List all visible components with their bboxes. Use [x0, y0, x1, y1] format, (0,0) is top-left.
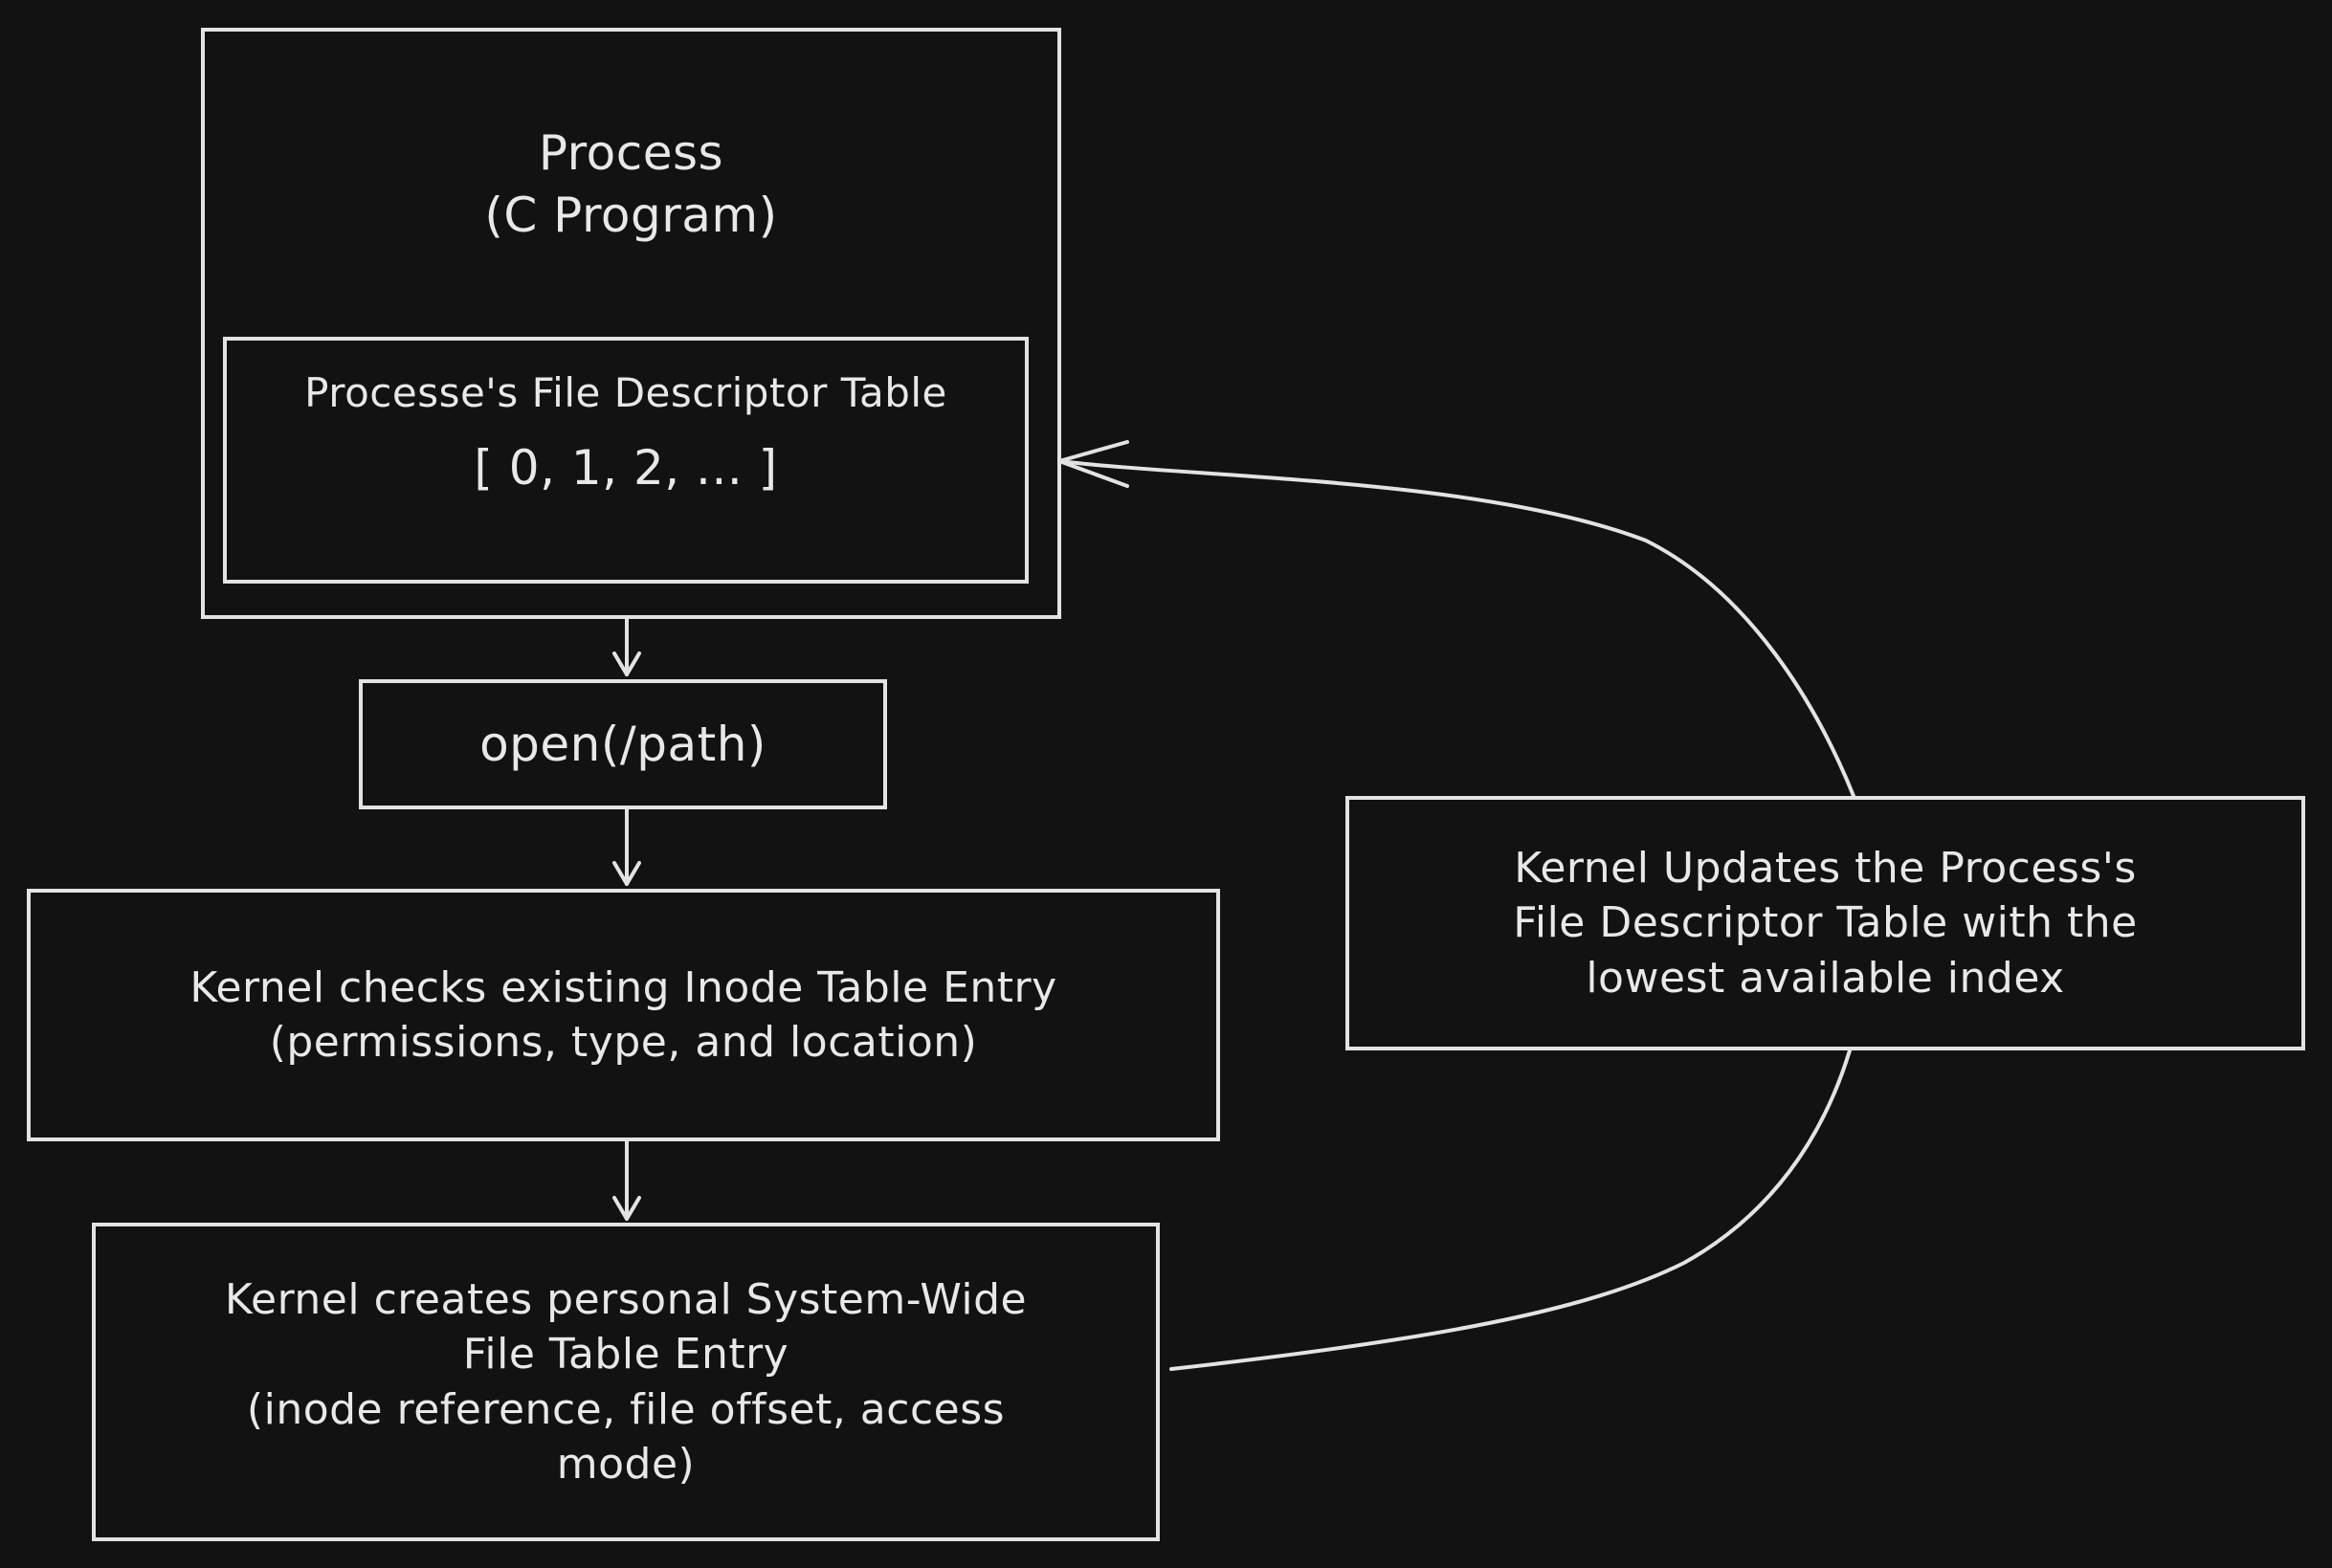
- arrowhead-process-to-open: [612, 651, 641, 676]
- file-table-line4: mode): [556, 1439, 696, 1489]
- fd-table-values: [ 0, 1, 2, ... ]: [474, 439, 778, 496]
- inode-check-line2: (permissions, type, and location): [269, 1018, 978, 1067]
- inode-check-box: Kernel checks existing Inode Table Entry…: [27, 889, 1220, 1141]
- kernel-update-line3: lowest available index: [1586, 953, 2065, 1003]
- curve-filetable-to-update: [1169, 1049, 1852, 1371]
- kernel-update-line1: Kernel Updates the Process's: [1514, 844, 2137, 894]
- fd-table-title: Processe's File Descriptor Table: [304, 369, 947, 416]
- file-table-line2: File Table Entry: [462, 1330, 789, 1380]
- process-title: Process: [538, 125, 724, 181]
- file-table-line3: (inode reference, file offset, access: [246, 1384, 1006, 1434]
- arrowhead-inode-to-filetable: [612, 1196, 641, 1221]
- process-subtitle: (C Program): [484, 188, 778, 243]
- file-table-box: Kernel creates personal System-Wide File…: [92, 1223, 1160, 1541]
- inode-check-line1: Kernel checks existing Inode Table Entry: [189, 962, 1057, 1012]
- curve-update-to-fdtable: [1057, 459, 1855, 798]
- kernel-update-line2: File Descriptor Table with the: [1513, 898, 2138, 948]
- process-box: Process (C Program): [201, 28, 1061, 619]
- open-call-box: open(/path): [359, 679, 887, 809]
- fd-table-box: Processe's File Descriptor Table [ 0, 1,…: [223, 337, 1029, 584]
- kernel-update-box: Kernel Updates the Process's File Descri…: [1345, 796, 2305, 1050]
- file-table-line1: Kernel creates personal System-Wide: [224, 1275, 1028, 1325]
- open-call-label: open(/path): [479, 716, 766, 772]
- arrowhead-open-to-inode: [612, 861, 641, 886]
